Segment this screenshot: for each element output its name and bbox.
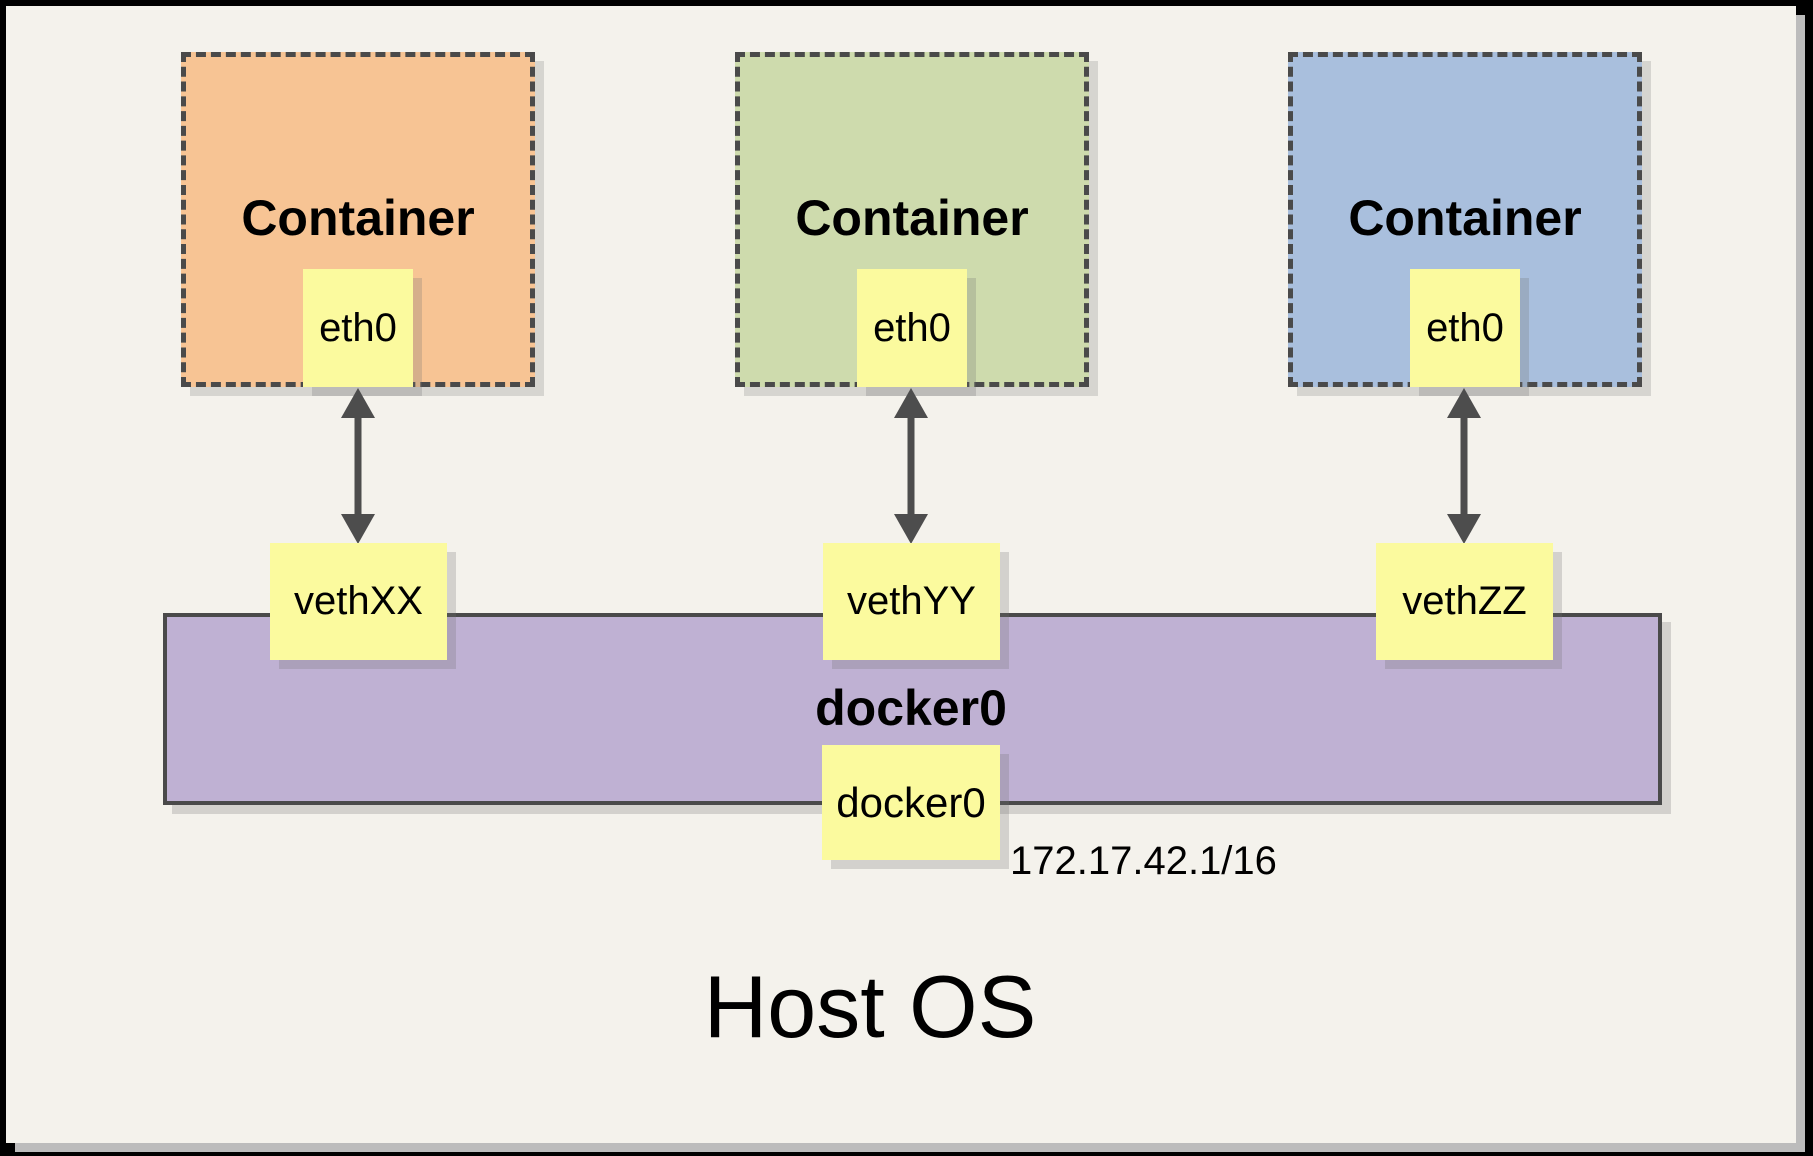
docker0-interface-label: docker0	[836, 778, 986, 826]
host-os-title: Host OS	[703, 957, 1037, 1056]
container-3-eth0-label: eth0	[1426, 305, 1504, 350]
container-2-eth0-label: eth0	[873, 305, 951, 350]
veth-link-arrow-2	[894, 388, 928, 544]
docker0-interface-chip: docker0	[822, 745, 1000, 860]
container-1-title: Container	[241, 190, 475, 246]
veth-link-arrow-1	[341, 388, 375, 544]
docker0-bridge-title: docker0	[815, 680, 1007, 736]
vethxx-chip: vethXX	[270, 543, 447, 660]
container-3-box: Container eth0	[1288, 52, 1642, 387]
bridge-subnet-label: 172.17.42.1/16	[1010, 839, 1277, 883]
container-2-eth0-chip: eth0	[857, 269, 967, 387]
vethzz-label: vethZZ	[1402, 579, 1527, 623]
vethzz-chip: vethZZ	[1376, 543, 1553, 660]
host-os-canvas: Container eth0 Container eth0 Container …	[6, 6, 1796, 1143]
vethxx-label: vethXX	[294, 579, 423, 623]
container-1-eth0-chip: eth0	[303, 269, 413, 387]
container-2-box: Container eth0	[735, 52, 1089, 387]
container-2-title: Container	[795, 190, 1029, 246]
container-3-title: Container	[1348, 190, 1582, 246]
container-1-box: Container eth0	[181, 52, 535, 387]
vethyy-chip: vethYY	[823, 543, 1000, 660]
veth-link-arrow-3	[1447, 388, 1481, 544]
container-1-eth0-label: eth0	[319, 305, 397, 350]
container-3-eth0-chip: eth0	[1410, 269, 1520, 387]
vethyy-label: vethYY	[847, 579, 976, 623]
